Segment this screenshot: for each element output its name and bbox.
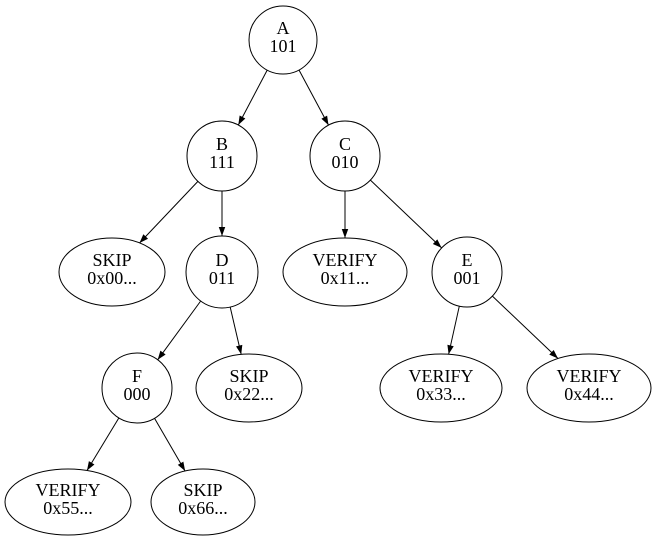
edge-layer [86,69,559,472]
node-ellipse [379,353,503,423]
node-label-line2: 0x00... [87,268,137,288]
edge-A-B [237,69,268,126]
node-ellipse [150,468,256,536]
node-SKIP-0x66: SKIP0x66... [150,468,256,536]
node-label-line2: 0x33... [416,384,466,404]
edge-F-VERIFY-0x55 [86,417,120,471]
node-VERIFY-0x33: VERIFY0x33... [379,353,503,423]
node-VERIFY-0x44: VERIFY0x44... [526,353,652,423]
node-layer: A101B111C010SKIP0x00...D011VERIFY0x11...… [4,5,652,536]
node-label-line1: C [339,134,351,154]
node-circle [248,5,318,75]
node-label-line2: 001 [454,268,481,288]
node-label-line2: 0x11... [321,268,370,288]
edge-C-E [370,179,442,249]
node-label-line2: 111 [209,152,235,172]
node-ellipse [195,353,303,423]
edge-A-C [298,69,329,126]
node-VERIFY-0x11: VERIFY0x11... [282,237,408,307]
node-circle [186,120,258,192]
node-circle [309,120,381,192]
node-label-line2: 011 [209,268,235,288]
node-label-line2: 101 [270,36,297,56]
node-circle [431,236,503,308]
edge-D-SKIP-0x22 [229,306,243,355]
edge-E-VERIFY-0x33 [447,306,460,355]
node-label-line2: 010 [332,152,359,172]
node-circle [185,235,259,309]
node-label-line1: B [216,134,228,154]
edge-B-SKIP-0x00 [139,181,199,244]
node-label-line1: F [132,366,142,386]
node-label-line1: VERIFY [35,480,100,500]
node-ellipse [4,468,132,536]
node-label-line1: SKIP [183,480,222,500]
node-SKIP-0x22: SKIP0x22... [195,353,303,423]
node-label-line1: SKIP [92,250,131,270]
node-label-line2: 0x55... [43,498,93,518]
node-label-line1: VERIFY [556,366,621,386]
node-label-line1: SKIP [229,366,268,386]
edge-E-VERIFY-0x44 [492,295,559,359]
node-label-line2: 0x44... [564,384,614,404]
node-label-line2: 0x22... [224,384,274,404]
node-label-line2: 000 [124,384,151,404]
node-ellipse [58,237,166,307]
node-label-line2: 0x66... [178,498,228,518]
edge-D-F [157,300,202,361]
node-label-line1: VERIFY [312,250,377,270]
node-label-line1: A [277,18,290,38]
node-label-line1: D [216,250,229,270]
node-ellipse [282,237,408,307]
node-ellipse [526,353,652,423]
node-VERIFY-0x55: VERIFY0x55... [4,468,132,536]
edge-F-SKIP-0x66 [154,418,186,472]
node-label-line1: VERIFY [408,366,473,386]
node-label-line1: E [462,250,473,270]
node-SKIP-0x00: SKIP0x00... [58,237,166,307]
node-circle [101,352,173,424]
